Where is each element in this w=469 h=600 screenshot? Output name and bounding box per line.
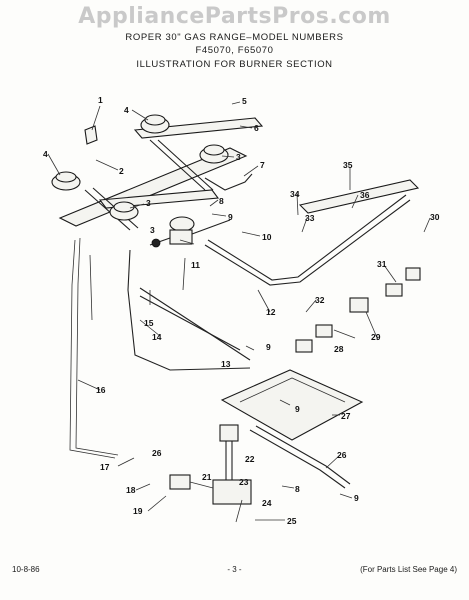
oven-valve-assembly (169, 424, 252, 505)
callout-13: 13 (221, 359, 231, 369)
burner-valves (295, 267, 421, 353)
callout-31: 31 (377, 259, 387, 269)
callout-8b: 8 (295, 484, 300, 494)
diagram-title-section: ILLUSTRATION FOR BURNER SECTION (136, 59, 333, 70)
diagram-title-model: ROPER 30" GAS RANGE–MODEL NUMBERS (125, 32, 344, 43)
callout-labels: 1 2 3 3 4 4 5 6 7 8 9 9 10 11 12 13 14 1… (43, 95, 440, 526)
callout-22: 22 (245, 454, 255, 464)
callout-3c: 3 (150, 225, 155, 235)
callout-36: 36 (360, 190, 370, 200)
callout-4b: 4 (43, 149, 48, 159)
callout-9d: 9 (266, 342, 271, 352)
oven-burner (220, 369, 364, 489)
footer-date: 10-8-86 (12, 565, 40, 574)
callout-32: 32 (315, 295, 325, 305)
callout-4a: 4 (124, 105, 129, 115)
callout-18: 18 (126, 485, 136, 495)
burner-heads (51, 114, 229, 221)
callout-5: 5 (242, 96, 247, 106)
manifold-pipe (204, 179, 420, 286)
callout-12: 12 (266, 307, 276, 317)
callout-2: 2 (119, 166, 124, 176)
callout-11: 11 (191, 260, 200, 270)
watermark-logo: AppliancePartsPros.com (78, 4, 391, 29)
callout-3a: 3 (236, 152, 241, 162)
callout-7: 7 (260, 160, 265, 170)
callout-10: 10 (262, 232, 272, 242)
bracket-part (84, 125, 98, 145)
callout-34: 34 (290, 189, 300, 199)
callout-26b: 26 (337, 450, 347, 460)
callout-17: 17 (100, 462, 110, 472)
callout-27: 27 (341, 411, 351, 421)
callout-29: 29 (371, 332, 381, 342)
callout-24: 24 (262, 498, 272, 508)
callout-25: 25 (287, 516, 297, 526)
callout-26a: 26 (152, 448, 162, 458)
callout-30: 30 (430, 212, 440, 222)
callout-9b: 9 (295, 404, 300, 414)
callout-15: 15 (144, 318, 154, 328)
callout-9c: 9 (354, 493, 359, 503)
callout-19: 19 (133, 506, 143, 516)
callout-6: 6 (254, 123, 259, 133)
callout-16: 16 (96, 385, 106, 395)
callout-1: 1 (98, 95, 103, 105)
callout-9a: 9 (228, 212, 233, 222)
callout-21: 21 (202, 472, 212, 482)
callout-3b: 3 (146, 198, 151, 208)
callout-35: 35 (343, 160, 353, 170)
footer-parts-note: (For Parts List See Page 4) (360, 565, 457, 574)
callout-leaders (47, 101, 431, 523)
callout-8: 8 (219, 196, 224, 206)
callout-28: 28 (334, 344, 344, 354)
callout-33: 33 (305, 213, 315, 223)
callout-14: 14 (152, 332, 162, 342)
pilot-tubing (69, 237, 251, 459)
burner-frame (58, 117, 264, 231)
diagram-title-numbers: F45070, F65070 (195, 45, 274, 56)
callout-23: 23 (239, 477, 249, 487)
footer-page-number: - 3 - (227, 565, 242, 574)
regulator-assembly (149, 216, 231, 248)
tube-part (204, 173, 253, 191)
